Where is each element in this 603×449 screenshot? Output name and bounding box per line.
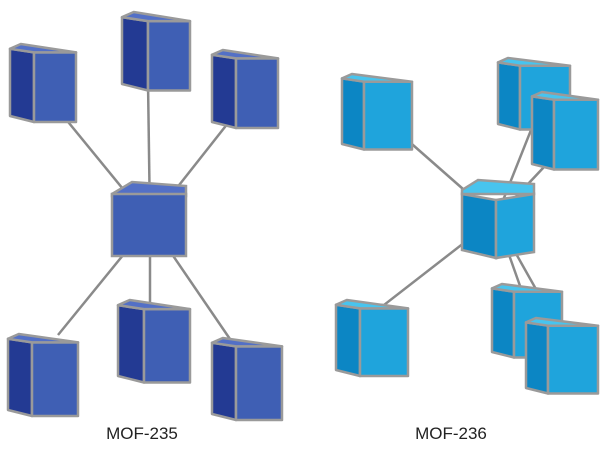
prism-node: [120, 10, 192, 92]
prism-node: [530, 90, 600, 171]
mof-236-label: MOF-236: [415, 424, 487, 443]
prism-node: [210, 48, 280, 130]
mof-236-structure: [334, 56, 600, 395]
center-cluster: [110, 180, 188, 258]
prism-node: [6, 332, 80, 418]
center-cluster: [460, 178, 536, 260]
prism-node: [340, 72, 414, 151]
prism-node: [116, 298, 192, 384]
prism-node: [8, 42, 78, 124]
mof-235-label: MOF-235: [106, 424, 178, 443]
prism-node: [334, 298, 410, 378]
mof-235-structure: [6, 10, 284, 422]
prism-node: [210, 336, 284, 422]
prism-node: [524, 316, 600, 395]
